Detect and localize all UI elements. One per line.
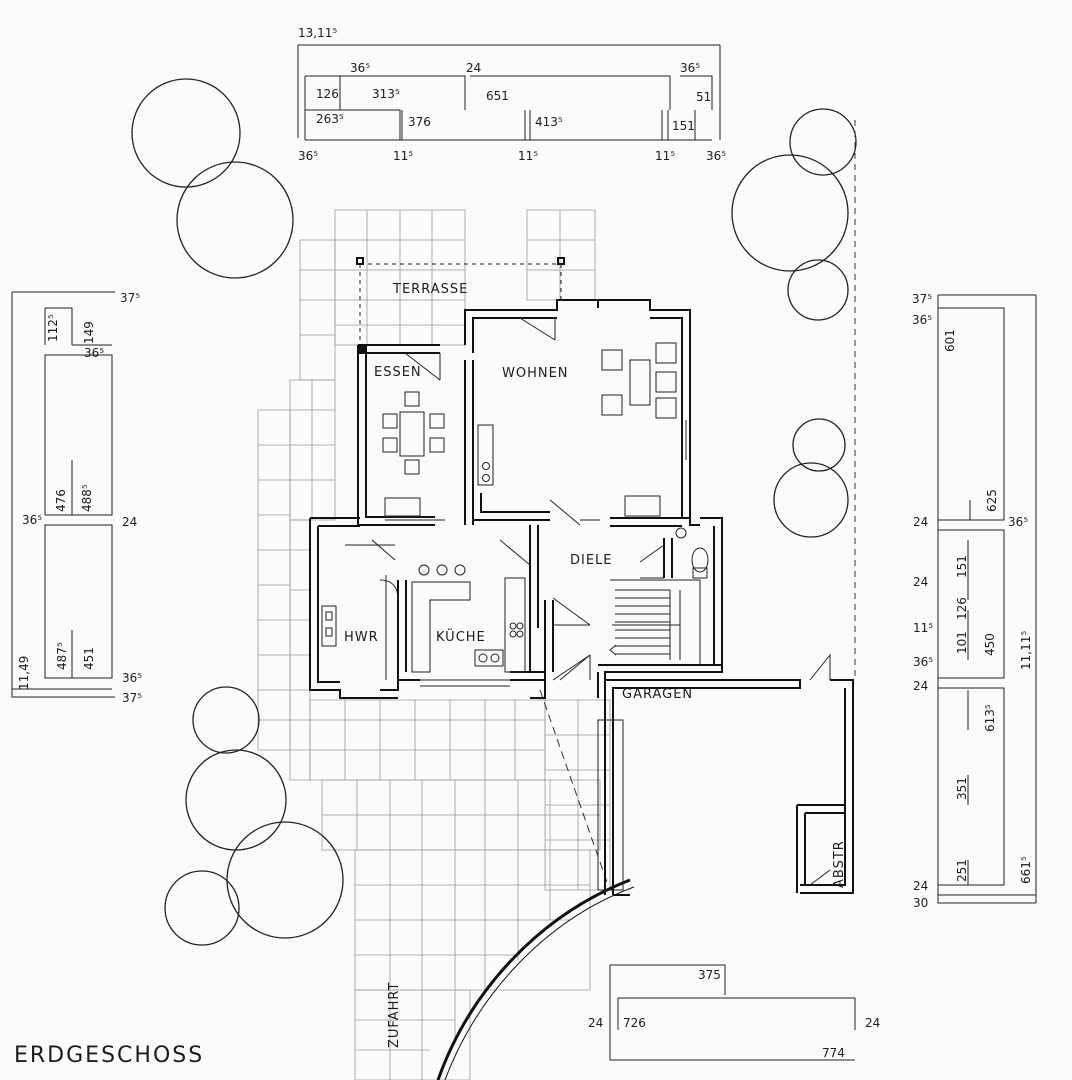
label-zufahrt: ZUFAHRT bbox=[387, 982, 402, 1048]
dim-top-lower-4: 151 bbox=[672, 119, 695, 133]
dim-left-365-b: 36⁵ bbox=[22, 513, 42, 527]
dim-left-375-bottom: 37⁵ bbox=[122, 691, 142, 705]
dim-left-451: 451 bbox=[82, 647, 96, 670]
dim-left-149: 149 bbox=[82, 321, 96, 344]
dim-right-outer: 11,11⁵ bbox=[1019, 631, 1033, 670]
label-wohnen: WOHNEN bbox=[502, 366, 569, 381]
trees bbox=[131, 78, 857, 946]
dim-right-6135: 613⁵ bbox=[983, 704, 997, 732]
dim-top-middle-4: 51 bbox=[696, 90, 711, 104]
terrace-tiles bbox=[257, 209, 611, 1080]
dim-right-365-c: 36⁵ bbox=[913, 655, 933, 669]
dim-top-middle-3: 651 bbox=[486, 89, 509, 103]
dim-top-bottom-4: 11⁵ bbox=[655, 149, 675, 163]
label-terrasse: TERRASSE bbox=[392, 282, 468, 297]
dim-right-30: 30 bbox=[913, 896, 928, 910]
building-walls bbox=[309, 257, 854, 896]
dim-right-24-a: 24 bbox=[913, 515, 928, 529]
dim-top-lower-3: 413⁵ bbox=[535, 115, 563, 129]
dim-right-365-a: 36⁵ bbox=[912, 313, 932, 327]
dim-bottom-24-right: 24 bbox=[865, 1016, 880, 1030]
dim-top-bottom-1: 36⁵ bbox=[298, 149, 318, 163]
dim-left-24: 24 bbox=[122, 515, 137, 529]
dim-top-upper-3: 36⁵ bbox=[680, 61, 700, 75]
dim-right-625: 625 bbox=[985, 489, 999, 512]
right-dimensions: 37⁵ 36⁵ 601 625 24 36⁵ 24 151 126 11⁵ 10… bbox=[912, 292, 1037, 910]
dim-right-126: 126 bbox=[955, 597, 969, 620]
dim-left-outer: 11,49 bbox=[17, 656, 31, 690]
label-essen: ESSEN bbox=[374, 365, 422, 380]
dim-left-375-top: 37⁵ bbox=[120, 291, 140, 305]
dim-right-24-c: 24 bbox=[913, 679, 928, 693]
gate-swing-line bbox=[539, 689, 609, 886]
dim-bottom-24-left: 24 bbox=[588, 1016, 603, 1030]
driveway-curve bbox=[436, 878, 631, 1080]
dim-right-251: 251 bbox=[955, 859, 969, 882]
dim-right-6615: 661⁵ bbox=[1019, 856, 1033, 884]
dim-right-115: 11⁵ bbox=[913, 621, 933, 635]
dim-top-bottom-5: 36⁵ bbox=[706, 149, 726, 163]
dim-right-24-d: 24 bbox=[913, 879, 928, 893]
dim-right-450: 450 bbox=[983, 633, 997, 656]
dim-top-middle-2: 313⁵ bbox=[372, 87, 400, 101]
label-abstr: ABSTR bbox=[832, 840, 847, 888]
dim-left-476: 476 bbox=[54, 489, 68, 512]
dim-bottom-375: 375 bbox=[698, 968, 721, 982]
dim-right-151: 151 bbox=[955, 555, 969, 578]
dim-top-bottom-2: 11⁵ bbox=[393, 149, 413, 163]
dim-right-365-b: 36⁵ bbox=[1008, 515, 1028, 529]
dim-right-24-b: 24 bbox=[913, 575, 928, 589]
label-garagen: GARAGEN bbox=[622, 687, 693, 702]
furniture bbox=[382, 342, 677, 521]
label-hwr: HWR bbox=[344, 630, 379, 645]
top-dimensions: 13,11⁵ 36⁵ 24 36⁵ 126 313⁵ 651 51 263⁵ 3… bbox=[297, 26, 726, 163]
dim-top-bottom-3: 11⁵ bbox=[518, 149, 538, 163]
label-diele: DIELE bbox=[570, 553, 613, 568]
plan-title: ERDGESCHOSS bbox=[14, 1043, 204, 1068]
dim-right-601: 601 bbox=[943, 329, 957, 352]
dim-right-101: 101 bbox=[955, 631, 969, 654]
dim-top-upper-1: 36⁵ bbox=[350, 61, 370, 75]
dim-right-375: 37⁵ bbox=[912, 292, 932, 306]
dim-bottom-774: 774 bbox=[822, 1046, 845, 1060]
dim-top-lower-2: 376 bbox=[408, 115, 431, 129]
dim-top-upper-2: 24 bbox=[466, 61, 481, 75]
dim-left-4875: 487⁵ bbox=[55, 642, 69, 670]
dim-left-365-c: 36⁵ bbox=[122, 671, 142, 685]
dim-left-1125: 112⁵ bbox=[46, 314, 60, 342]
left-dimensions: 37⁵ 112⁵ 149 36⁵ 476 488⁵ 36⁵ 24 487⁵ 45… bbox=[11, 291, 142, 705]
dim-top-lower-1: 263⁵ bbox=[316, 112, 344, 126]
dim-left-365-a: 36⁵ bbox=[84, 346, 104, 360]
dim-bottom-726: 726 bbox=[623, 1016, 646, 1030]
dim-top-middle-1: 126 bbox=[316, 87, 339, 101]
bottom-dimensions: 375 24 726 24 774 bbox=[588, 964, 880, 1061]
label-kueche: KÜCHE bbox=[436, 628, 486, 645]
dim-top-overall: 13,11⁵ bbox=[298, 26, 337, 40]
dim-left-4885: 488⁵ bbox=[80, 484, 94, 512]
dim-right-351: 351 bbox=[955, 777, 969, 800]
